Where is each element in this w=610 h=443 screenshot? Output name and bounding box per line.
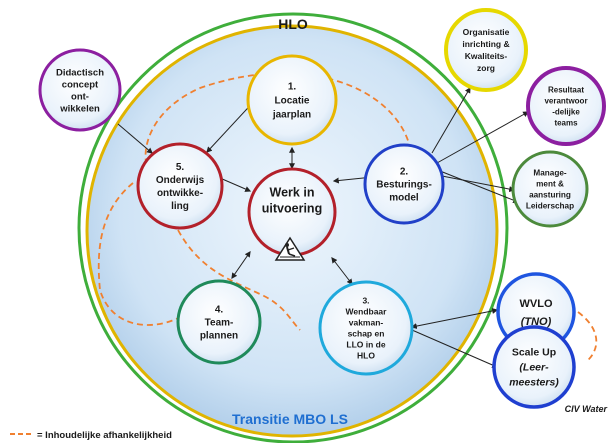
organisatie-circle <box>444 8 528 92</box>
resultaat-label-line: Resultaat <box>548 85 584 94</box>
didactisch-label-line: concept <box>62 79 99 90</box>
didactisch-label-line: wikkelen <box>59 103 100 114</box>
center-label-line: Werk in <box>270 185 315 199</box>
organisatie-label-line: Organisatie <box>463 27 510 37</box>
organisatie-label-line: Kwaliteits- <box>465 51 508 61</box>
scaleup-label-line: Scale Up <box>512 347 556 359</box>
didactisch-label-line: ont- <box>71 91 89 102</box>
legend-text: = Inhoudelijke afhankelijkheid <box>37 430 172 441</box>
dependency-path-2 <box>177 229 301 331</box>
organisatie-label-line: inrichting & <box>462 39 509 49</box>
team-label-line: Team- <box>205 318 234 329</box>
management-circle <box>511 150 589 228</box>
management-label-line: ment & <box>536 179 564 188</box>
resultaat-node: Resultaat verantwoor -delijke teams <box>526 66 606 146</box>
scaleup-label-line: meesters) <box>509 377 559 389</box>
management-label-line: Leiderschap <box>526 201 574 210</box>
onderwijs-node: 5. Onderwijs ontwikke-ling <box>136 142 224 230</box>
management-label-line: aansturing <box>529 190 571 199</box>
locatie-label-line: 1. <box>288 82 297 93</box>
wendbaar-label-line: schap en <box>348 328 385 338</box>
onderwijs-label-line: ontwikke- <box>157 188 203 199</box>
resultaat-circle <box>526 66 606 146</box>
besturing-circle <box>363 143 445 225</box>
besturing-node: 2. Besturings-model <box>363 143 445 225</box>
resultaat-label-line: verantwoor <box>544 96 587 105</box>
legend: = Inhoudelijke afhankelijkheid <box>10 430 172 441</box>
organisatie-label-line: zorg <box>477 63 495 73</box>
onderwijs-label-line: ling <box>171 201 189 212</box>
wendbaar-label-line: vakman- <box>349 317 384 327</box>
team-circle <box>176 279 262 365</box>
scaleup-node: Scale Up (Leer-meesters) <box>492 325 576 409</box>
wvlo-label-line: (TNO) <box>521 316 552 328</box>
besturing-label-line: Besturings- <box>376 180 432 191</box>
resultaat-label-line: teams <box>554 118 578 127</box>
didactisch-label-line: Didactisch <box>56 67 104 78</box>
onderwijs-label-line: 5. <box>176 162 185 173</box>
team-node: 4. Team-plannen <box>176 279 262 365</box>
wendbaar-label-line: 3. <box>362 295 369 305</box>
road-works-icon <box>274 236 306 261</box>
team-label-line: 4. <box>215 305 224 316</box>
scaleup-label-line: (Leer- <box>519 362 549 374</box>
transitie-title: Transitie MBO LS <box>232 411 348 427</box>
wendbaar-circle <box>318 280 414 376</box>
wendbaar-label-line: HLO <box>357 350 375 360</box>
locatie-label-line: jaarplan <box>272 110 311 121</box>
locatie-label-line: Locatie <box>274 96 309 107</box>
center-label-line: uitvoering <box>262 201 322 215</box>
organisatie-node: Organisatie inrichting & Kwaliteits-zorg <box>444 8 528 92</box>
resultaat-label-line: -delijke <box>552 107 580 116</box>
wendbaar-label-line: Wendbaar <box>346 306 388 316</box>
dependency-path-3 <box>577 311 598 363</box>
civ-water-label: CIV Water <box>565 404 608 414</box>
scaleup-circle <box>492 325 576 409</box>
besturing-label-line: model <box>389 193 419 204</box>
management-label-line: Manage- <box>533 168 566 177</box>
onderwijs-circle <box>136 142 224 230</box>
besturing-label-line: 2. <box>400 167 409 178</box>
locatie-node: 1. Locatie jaarplan <box>246 54 338 146</box>
locatie-circle <box>246 54 338 146</box>
onderwijs-label-line: Onderwijs <box>156 175 205 186</box>
wendbaar-label-line: LLO in de <box>346 339 385 349</box>
center-node: Werk in uitvoering <box>247 167 337 257</box>
didactisch-circle <box>38 48 122 132</box>
wvlo-label-line: WVLO <box>520 298 553 310</box>
hlo-title: HLO <box>278 16 308 32</box>
team-label-line: plannen <box>200 331 238 342</box>
